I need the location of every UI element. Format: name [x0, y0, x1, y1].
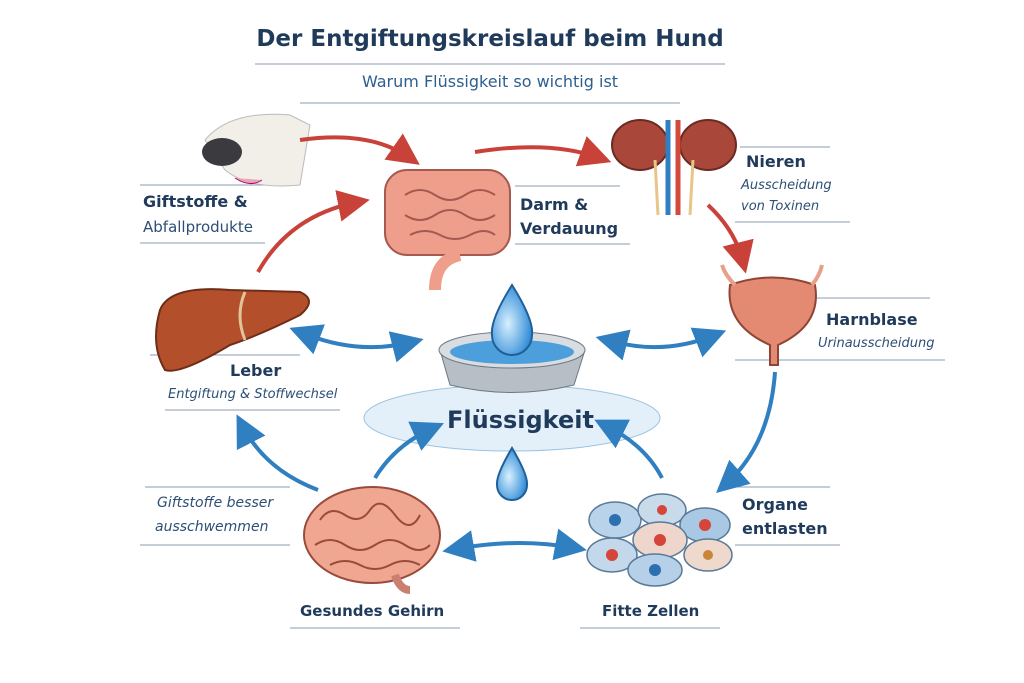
- flush-label-2: ausschwemmen: [155, 519, 269, 535]
- bladder-title: Harnblase: [826, 310, 918, 329]
- page-title: Der Entgiftungskreislauf beim Hund: [256, 26, 724, 52]
- toxins-label-2: Abfallprodukte: [143, 218, 253, 236]
- bladder-sub: Urinausscheidung: [818, 336, 935, 351]
- organs-label-2: entlasten: [742, 519, 828, 538]
- kidneys-title: Nieren: [746, 152, 806, 171]
- organs-label-1: Organe: [742, 495, 808, 514]
- intestine-illustration: [384, 169, 511, 291]
- intestine-label-2: Verdauung: [520, 219, 619, 238]
- toxins-label-1: Giftstoffe &: [143, 192, 248, 211]
- intestine-label-1: Darm &: [520, 195, 589, 214]
- small-water-drop-icon: [495, 446, 529, 501]
- liver-title: Leber: [230, 361, 282, 380]
- cells-illustration: [586, 493, 733, 587]
- bladder-illustration: [720, 264, 824, 366]
- brain-title: Gesundes Gehirn: [300, 602, 445, 620]
- cells-title: Fitte Zellen: [602, 602, 700, 620]
- kidneys-sub-2: von Toxinen: [741, 199, 820, 214]
- liver-sub: Entgiftung & Stoffwechsel: [168, 387, 338, 402]
- kidneys-sub-1: Ausscheidung: [741, 178, 832, 193]
- brain-illustration: [303, 486, 441, 594]
- page-subtitle: Warum Flüssigkeit so wichtig ist: [361, 72, 619, 91]
- kidneys-illustration: [611, 119, 737, 216]
- flush-label-1: Giftstoffe besser: [157, 495, 274, 511]
- dog-nose-illustration: [202, 113, 311, 187]
- center-label-fluid: Flüssigkeit: [447, 406, 594, 434]
- liver-illustration: [155, 288, 310, 372]
- water-bowl-illustration: [363, 283, 661, 452]
- blue-flow-arrows: [236, 324, 777, 562]
- red-flow-arrows: [256, 133, 754, 274]
